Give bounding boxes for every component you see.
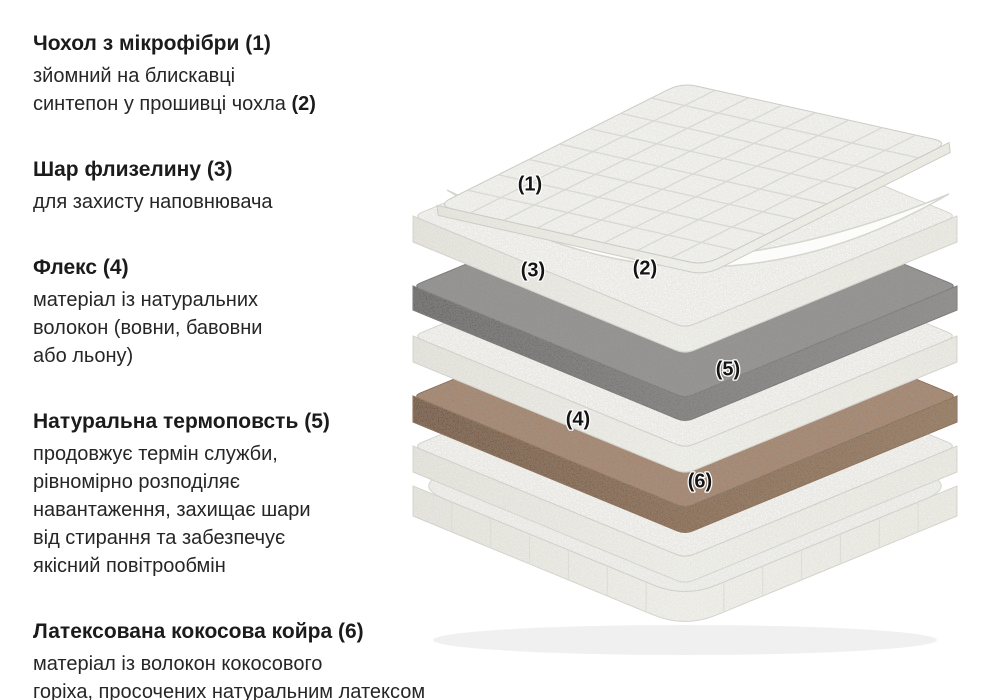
quilted-cover	[436, 84, 951, 274]
legend-item-fleece: Шар флизелину (3) для захисту наповнювач…	[33, 156, 433, 216]
diagram-label-6: (6)	[688, 470, 712, 492]
legend-body-text: зйомний на блискавці синтепон у прошивці…	[33, 65, 286, 115]
legend-body-text: матеріал із натуральних волокон (вовни, …	[33, 289, 263, 367]
legend-body: матеріал із натуральних волокон (вовни, …	[33, 286, 433, 370]
mattress-diagram: (1) (2) (3) (5) (4) (6)	[393, 8, 973, 678]
legend-heading: Флекс (4)	[33, 256, 129, 279]
diagram-label-2: (2)	[633, 257, 657, 279]
legend-item-flex: Флекс (4) матеріал із натуральних волоко…	[33, 254, 433, 370]
legend-item-thermofelt: Натуральна термоповсть (5) продовжує тер…	[33, 408, 433, 580]
legend-heading: Натуральна термоповсть (5)	[33, 410, 330, 433]
legend-body-text: продовжує термін служби, рівномірно розп…	[33, 443, 311, 577]
diagram-svg: (1) (2) (3) (5) (4) (6)	[412, 84, 958, 655]
diagram-label-5: (5)	[716, 358, 740, 380]
diagram-label-1: (1)	[518, 173, 542, 195]
legend-body: для захисту наповнювача	[33, 188, 433, 216]
legend-body-text: для захисту наповнювача	[33, 191, 273, 213]
legend: Чохол з мікрофібри (1) зйомний на блиска…	[33, 30, 433, 700]
legend-body: продовжує термін служби, рівномірно розп…	[33, 440, 433, 580]
legend-body: матеріал із волокон кокосового горіха, п…	[33, 650, 433, 700]
ground-shadow	[433, 625, 937, 655]
quilt-pattern	[467, 89, 919, 259]
legend-heading: Латексована кокосова койра (6)	[33, 620, 364, 643]
legend-heading: Шар флизелину (3)	[33, 158, 233, 181]
legend-item-cover: Чохол з мікрофібри (1) зйомний на блиска…	[33, 30, 433, 118]
diagram-label-3: (3)	[521, 259, 545, 281]
legend-body: зйомний на блискавці синтепон у прошивці…	[33, 62, 433, 118]
legend-body-bold: (2)	[291, 93, 316, 115]
diagram-label-4: (4)	[566, 408, 590, 430]
legend-heading: Чохол з мікрофібри (1)	[33, 32, 271, 55]
legend-item-coir: Латексована кокосова койра (6) матеріал …	[33, 618, 433, 700]
legend-body-text: матеріал із волокон кокосового горіха, п…	[33, 653, 426, 700]
